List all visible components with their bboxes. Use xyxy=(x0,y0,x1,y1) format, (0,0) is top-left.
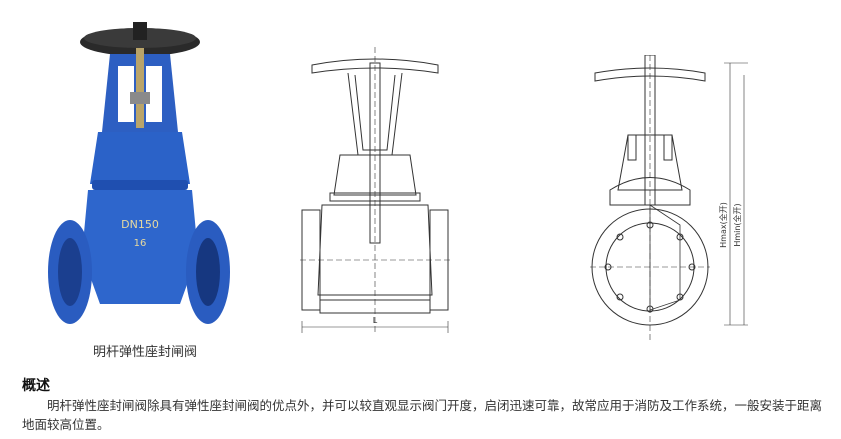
valve-body xyxy=(82,190,198,304)
front-view-drawing: L xyxy=(300,47,450,335)
hmin-label: Hmin(全开) xyxy=(732,203,742,246)
hmax-label: Hmax(全开) xyxy=(718,202,728,248)
overview-title: 概述 xyxy=(22,378,50,394)
overview-text: 明杆弹性座封闸阀除具有弹性座封闸阀的优点外，并可以较直观显示阀门开度，启闭迅速可… xyxy=(22,398,823,432)
side-view-drawing: Hmax(全开) Hmin(全开) xyxy=(590,55,748,340)
body-marking-pressure: 16 xyxy=(134,238,147,249)
product-caption: 明杆弹性座封闸阀 xyxy=(92,345,197,360)
bonnet xyxy=(90,132,190,184)
valve-photo: DN150 16 xyxy=(48,22,230,324)
front-dimension-label: L xyxy=(373,316,378,325)
body-marking-size: DN150 xyxy=(121,218,159,231)
